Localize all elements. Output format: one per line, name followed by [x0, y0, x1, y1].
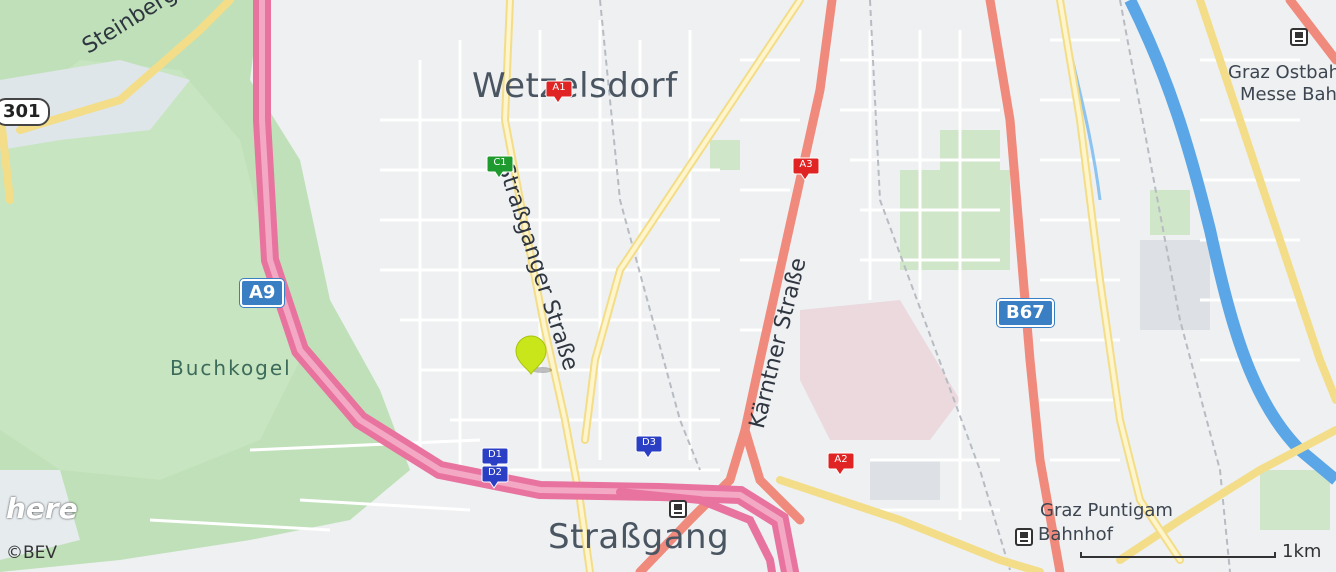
train-station-icon[interactable]	[1290, 28, 1308, 46]
marker-label: A1	[552, 82, 566, 93]
town-label-wetzelsdorf: Wetzelsdorf	[472, 66, 678, 106]
here-logo: here	[6, 492, 78, 525]
station-label-puntigam-line2: Bahnhof	[1038, 524, 1113, 545]
copyright-text: ©BEV	[6, 543, 58, 563]
map-marker-d3[interactable]: D3	[635, 435, 667, 461]
scale-bar-line	[1080, 552, 1276, 558]
marker-pin-icon	[481, 465, 509, 489]
map-marker-a1[interactable]: A1	[545, 80, 577, 106]
road-shield-b67: B67	[997, 299, 1054, 327]
town-label-strassgang: Straßgang	[548, 517, 730, 557]
train-station-icon[interactable]	[1015, 528, 1033, 546]
train-station-icon[interactable]	[669, 500, 687, 518]
map-marker-a2[interactable]: A2	[827, 452, 859, 478]
station-label-ostbahnhof-line2: Messe Bah	[1240, 84, 1336, 105]
marker-pin-icon	[792, 157, 820, 181]
scale-bar: 1km	[1080, 540, 1321, 562]
station-label-puntigam-line1: Graz Puntigam	[1040, 500, 1173, 521]
marker-label: D3	[641, 437, 657, 448]
scale-bar-label: 1km	[1282, 541, 1322, 562]
road-shield-a9: A9	[240, 279, 285, 307]
location-pin-icon[interactable]	[512, 334, 552, 380]
marker-pin-icon	[545, 80, 573, 104]
map-marker-d2[interactable]: D2	[481, 465, 513, 491]
station-label-ostbahnhof-line1: Graz Ostbah	[1228, 62, 1336, 83]
road-shield-301: 301	[0, 98, 50, 126]
map-marker-a3[interactable]: A3	[792, 157, 824, 183]
marker-label: D2	[487, 467, 503, 478]
marker-label: A2	[834, 454, 848, 465]
area-label-buchkogel: Buchkogel	[170, 356, 292, 380]
marker-label: A3	[799, 159, 813, 170]
marker-pin-icon	[486, 155, 514, 179]
marker-label: D1	[487, 449, 503, 460]
marker-label: C1	[493, 157, 507, 168]
marker-pin-icon	[827, 452, 855, 476]
marker-pin-icon	[635, 435, 663, 459]
map-marker-c1[interactable]: C1	[486, 155, 518, 181]
